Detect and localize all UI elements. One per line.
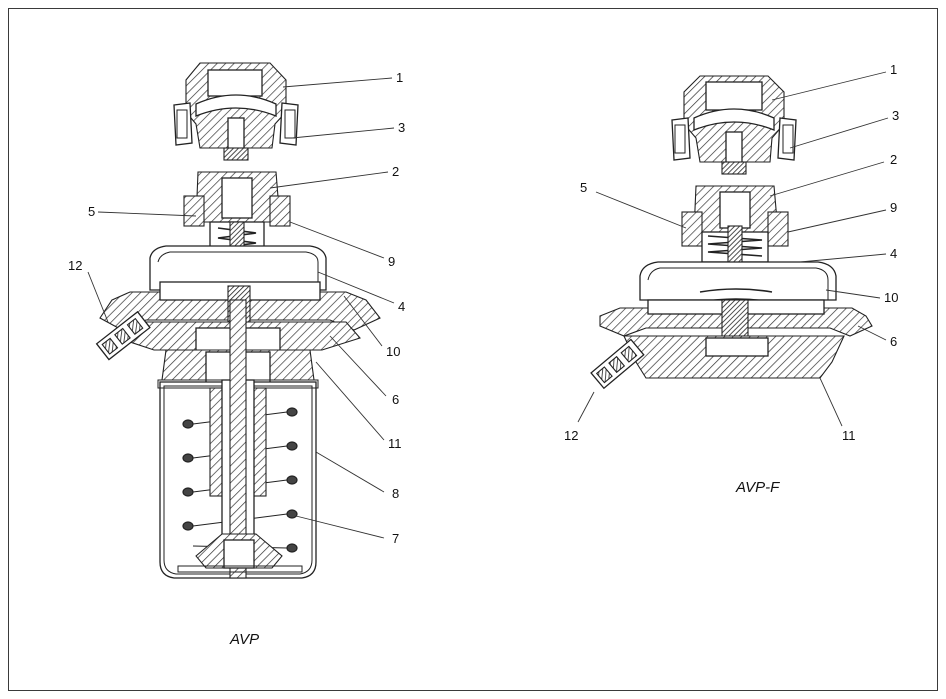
avp-f-callout-12: 12 xyxy=(564,428,578,443)
avp-callout-5: 5 xyxy=(88,204,95,219)
avp-f-callout-10: 10 xyxy=(884,290,898,305)
avp-drawing xyxy=(95,62,381,579)
avp-f-callout-9: 9 xyxy=(890,200,897,215)
avp-f-callout-5: 5 xyxy=(580,180,587,195)
avp-f-callout-6: 6 xyxy=(890,334,897,349)
avp-callout-8: 8 xyxy=(392,486,399,501)
avp-callout-1: 1 xyxy=(396,70,403,85)
avp-f-callout-3: 3 xyxy=(892,108,899,123)
avp-f-leaders xyxy=(577,71,889,427)
avp-leaders xyxy=(87,77,395,539)
avp-f-callout-4: 4 xyxy=(890,246,897,261)
figure-frame xyxy=(8,8,938,691)
avp-callout-9: 9 xyxy=(388,254,395,269)
avp-callout-7: 7 xyxy=(392,531,399,546)
avp-callout-6: 6 xyxy=(392,392,399,407)
avp-callouts: 1 3 2 5 9 12 4 10 6 11 8 7 xyxy=(68,70,405,546)
avp-callout-3: 3 xyxy=(398,120,405,135)
avp-f-callout-1: 1 xyxy=(890,62,897,77)
avp-f-callout-11: 11 xyxy=(842,428,856,443)
avp-f-callout-2: 2 xyxy=(890,152,897,167)
avp-callout-10: 10 xyxy=(386,344,400,359)
avp-callout-4: 4 xyxy=(398,299,405,314)
avp-callout-2: 2 xyxy=(392,164,399,179)
avp-f-drawing xyxy=(590,75,873,390)
avp-f-caption: AVP-F xyxy=(735,479,780,496)
avp-f-callouts: 1 3 2 5 9 4 10 6 12 11 xyxy=(564,62,899,443)
avp-caption: AVP xyxy=(229,631,259,648)
avp-callout-11: 11 xyxy=(388,436,402,451)
avp-callout-12: 12 xyxy=(68,258,82,273)
